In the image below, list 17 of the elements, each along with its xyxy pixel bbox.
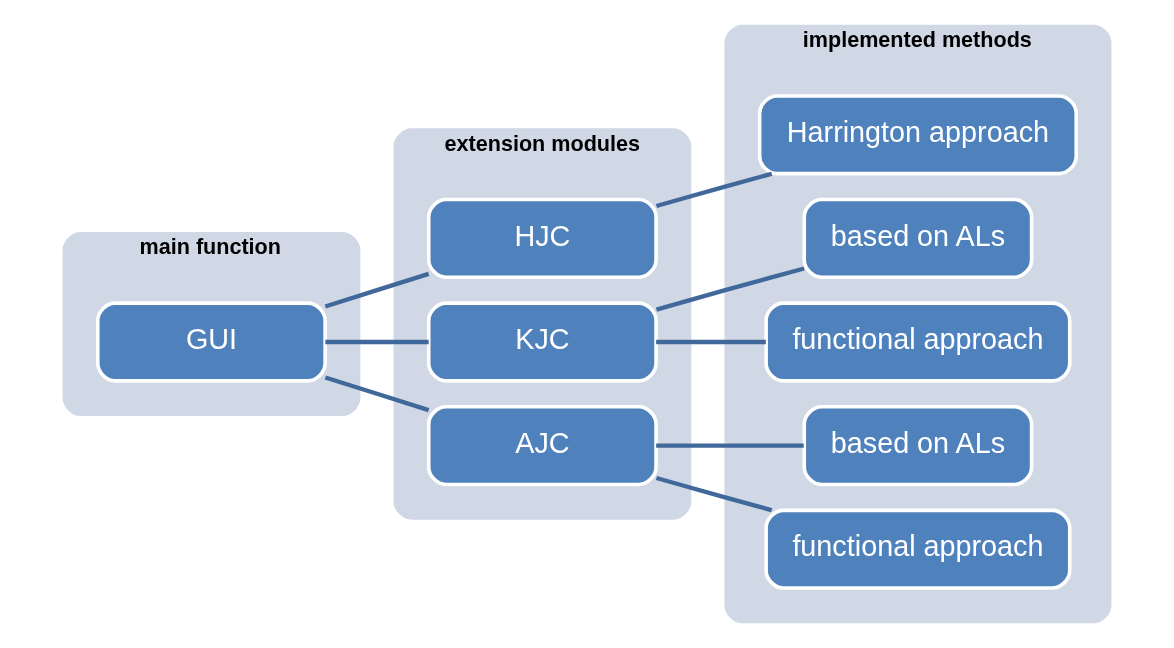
connector: [324, 375, 430, 413]
node-box: HJC: [426, 197, 658, 280]
node-box: functional approach: [764, 301, 1072, 383]
node-box: based on ALs: [802, 197, 1034, 280]
node-box: GUI: [96, 301, 327, 383]
connector: [655, 266, 805, 312]
connector: [656, 339, 766, 345]
connector: [655, 475, 773, 513]
node-box: functional approach: [764, 508, 1072, 590]
node-box: based on ALs: [802, 404, 1034, 487]
connector: [325, 339, 429, 345]
connector: [655, 171, 773, 209]
node-box: AJC: [426, 404, 658, 487]
connector: [324, 271, 430, 309]
connector: [656, 443, 804, 448]
node-box: KJC: [426, 301, 658, 383]
node-box: Harrington approach: [757, 94, 1078, 176]
